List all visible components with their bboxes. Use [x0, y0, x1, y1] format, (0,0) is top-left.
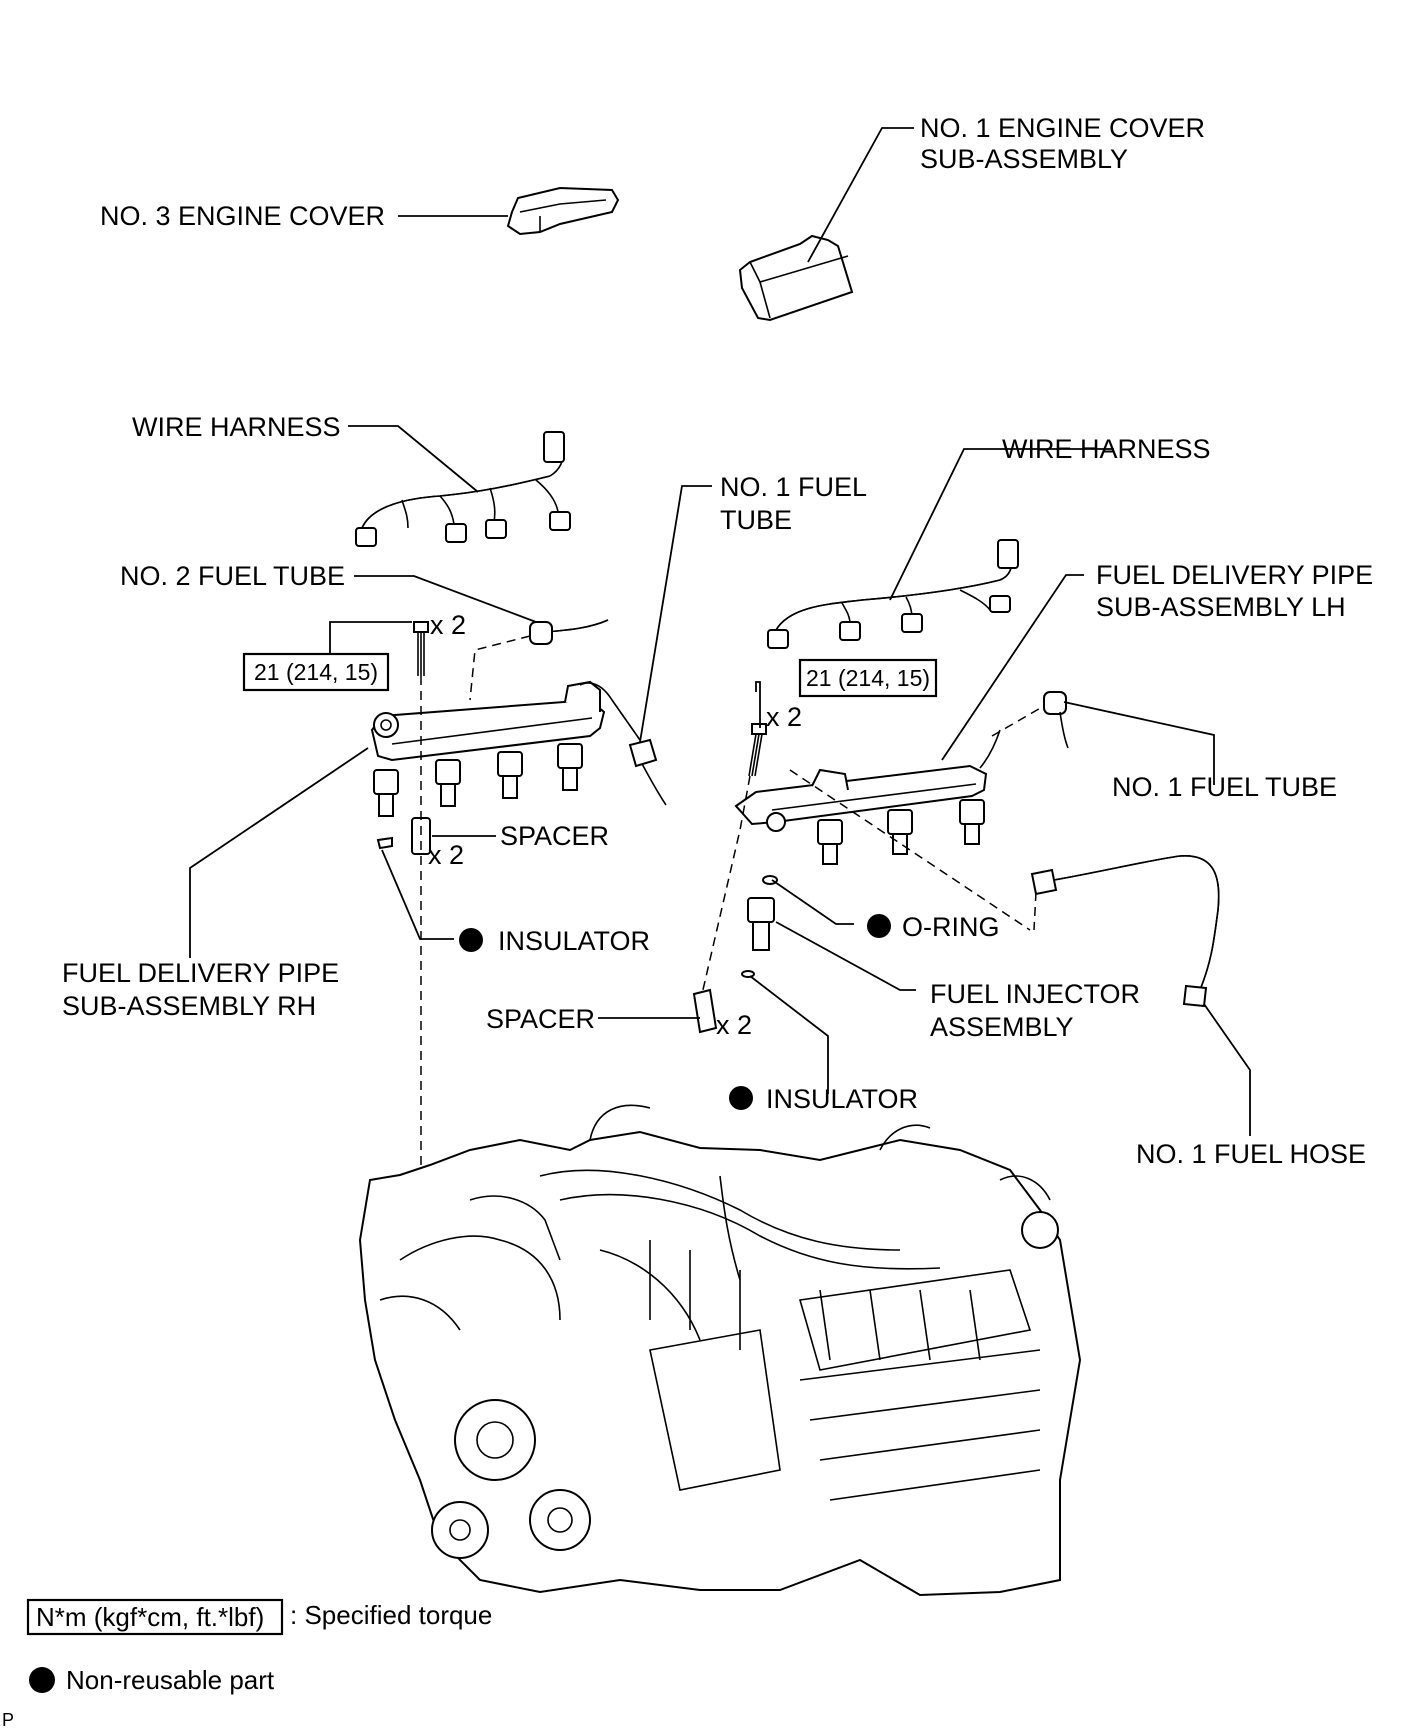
legend-torque-units: N*m (kgf*cm, ft.*lbf)	[36, 1602, 264, 1632]
label-fuel-delivery-rh-line1: FUEL DELIVERY PIPE	[62, 958, 339, 988]
torque-value-lh: 21 (214, 15)	[806, 665, 930, 691]
label-no1-fuel-hose: NO. 1 FUEL HOSE	[1136, 1139, 1366, 1169]
injector-rh-2	[435, 759, 461, 807]
label-no2-fuel-tube: NO. 2 FUEL TUBE	[120, 561, 345, 591]
legend-nonreusable-dot	[29, 1667, 55, 1693]
no1-engine-cover-part	[738, 234, 854, 322]
qty-spacer-rh: x 2	[428, 840, 464, 870]
injector-rh-1	[373, 769, 399, 817]
injector-lh-2	[887, 809, 913, 855]
corner-mark: P	[2, 1710, 14, 1730]
label-wire-harness-lh: WIRE HARNESS	[1002, 434, 1211, 464]
label-spacer-rh: SPACER	[500, 821, 609, 851]
assembly-line-lh-tube	[991, 705, 1045, 737]
insulator-rh-part	[376, 836, 393, 850]
assembly-line-rh-tube	[469, 635, 531, 701]
bolt-rh-part	[413, 621, 429, 676]
label-no1-engine-cover-line1: NO. 1 ENGINE COVER	[920, 113, 1205, 143]
insulator-lh-part	[741, 970, 755, 978]
assembly-line-lh-hose	[1033, 891, 1037, 931]
injector-lh-3	[959, 799, 985, 845]
fuel-delivery-pipe-lh-part	[734, 729, 1001, 865]
label-fuel-delivery-lh-line2: SUB-ASSEMBLY LH	[1096, 592, 1346, 622]
fuel-delivery-pipe-rh-part	[370, 680, 641, 817]
label-spacer-lh: SPACER	[486, 1004, 595, 1034]
nonreusable-dot-insulator-lh	[729, 1086, 753, 1110]
label-insulator-lh: INSULATOR	[766, 1084, 918, 1114]
injector-rh-3	[497, 751, 523, 799]
wire-harness-rh-part	[355, 431, 571, 547]
torque-box-rh	[242, 652, 390, 692]
qty-bolt-rh: x 2	[430, 610, 466, 640]
legend-torque-description: : Specified torque	[290, 1600, 492, 1630]
injector-lh-1	[817, 819, 843, 865]
label-no1-fuel-tube-right: NO. 1 FUEL TUBE	[1112, 772, 1337, 802]
label-no1-fuel-tube-top-line2: TUBE	[720, 505, 792, 535]
label-wire-harness-rh: WIRE HARNESS	[132, 412, 341, 442]
leader-lines	[189, 127, 1251, 1136]
legend: N*m (kgf*cm, ft.*lbf) : Specified torque…	[26, 1598, 492, 1695]
label-fuel-delivery-lh-line1: FUEL DELIVERY PIPE	[1096, 560, 1373, 590]
spacer-lh-part	[692, 988, 718, 1034]
wire-harness-lh-part	[767, 539, 1019, 649]
no1-fuel-tube-top-part	[628, 738, 667, 806]
label-fuel-injector-line2: ASSEMBLY	[930, 1012, 1074, 1042]
assembly-line-lh-bolt-2	[701, 775, 751, 995]
torque-value-rh: 21 (214, 15)	[254, 659, 378, 685]
qty-bolt-lh: x 2	[766, 702, 802, 732]
engine-block-illustration	[358, 1104, 1082, 1597]
assembly-line-rh-pipe	[611, 699, 641, 741]
no3-engine-cover-part	[506, 186, 620, 236]
label-o-ring: O-RING	[902, 912, 1000, 942]
label-no3-engine-cover: NO. 3 ENGINE COVER	[100, 201, 385, 231]
no1-fuel-hose-part	[1030, 855, 1220, 1008]
torque-box-lh	[798, 658, 938, 698]
label-no1-engine-cover-line2: SUB-ASSEMBLY	[920, 144, 1128, 174]
qty-spacer-lh: x 2	[716, 1010, 752, 1040]
bolt-lh-part	[748, 723, 767, 777]
assembly-line-lh-bolt-1	[789, 769, 1031, 931]
label-fuel-injector-line1: FUEL INJECTOR	[930, 979, 1140, 1009]
label-no1-fuel-tube-top-line1: NO. 1 FUEL	[720, 472, 867, 502]
legend-nonreusable-description: Non-reusable part	[66, 1665, 275, 1695]
no2-fuel-tube-part	[529, 619, 609, 645]
legend-torque-box	[26, 1598, 284, 1636]
injector-rh-4	[557, 743, 583, 791]
label-fuel-delivery-rh-line2: SUB-ASSEMBLY RH	[62, 991, 316, 1021]
nonreusable-dot-o-ring	[867, 914, 891, 938]
nonreusable-dot-insulator-rh	[459, 928, 483, 952]
no1-fuel-tube-right-part	[1043, 691, 1069, 749]
label-insulator-rh: INSULATOR	[498, 926, 650, 956]
fuel-injector-assembly-part	[747, 897, 775, 951]
